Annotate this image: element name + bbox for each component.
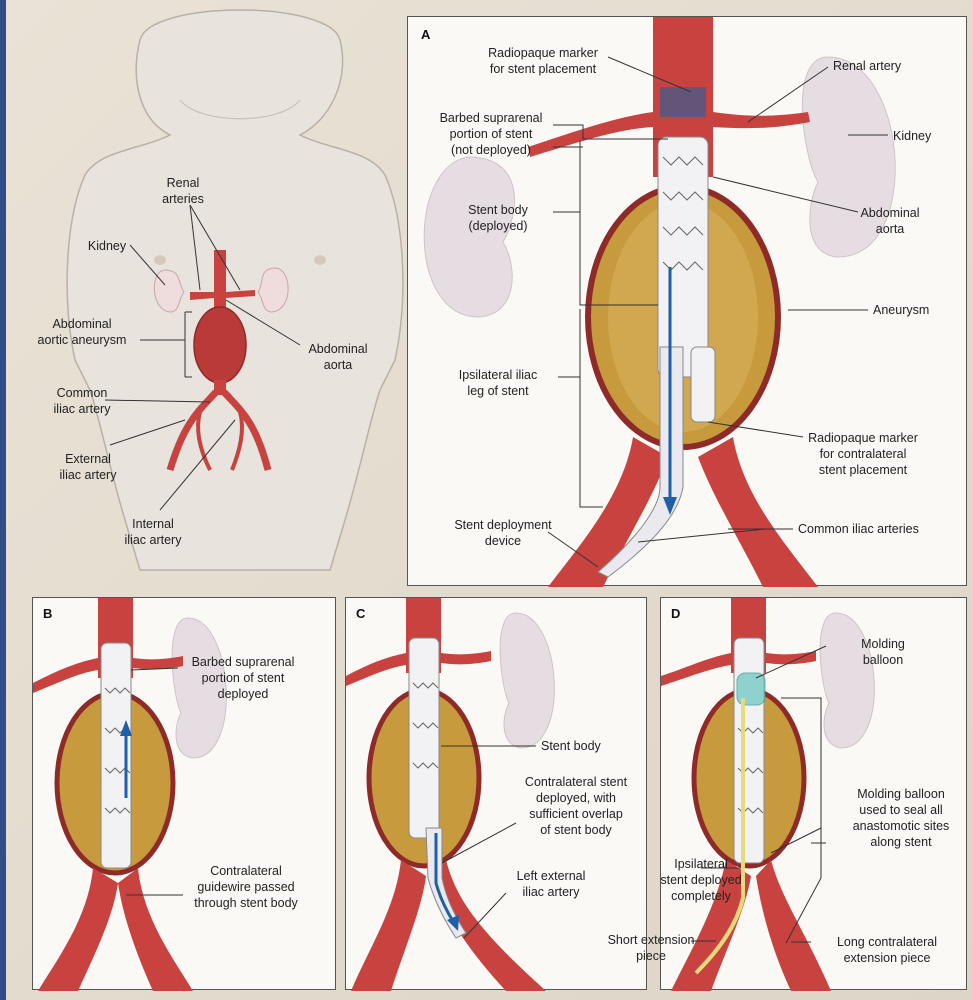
torso-silhouette (67, 10, 403, 570)
panel-a-letter: A (421, 27, 431, 42)
panel-a-iliac-right (698, 437, 818, 587)
overview-kidney-label: Kidney (88, 239, 127, 253)
panel-c-stent (409, 638, 439, 838)
panel-d-letter: D (671, 606, 680, 621)
panel-a-renal-artery-label: Renal artery (833, 59, 902, 73)
panel-a-common-iliac-arteries-label: Common iliac arteries (798, 522, 919, 536)
panel-c-stent-body-label: Stent body (541, 739, 602, 753)
panel-c-letter: C (356, 606, 366, 621)
panel-a-stent-body (658, 137, 708, 377)
panel-b-letter: B (43, 606, 52, 621)
panel-a-aneurysm-label: Aneurysm (873, 303, 929, 317)
panel-a-kidney-label: Kidney (893, 129, 932, 143)
panel-d-stent (734, 638, 764, 863)
panel-a-kidney-left (424, 157, 514, 317)
